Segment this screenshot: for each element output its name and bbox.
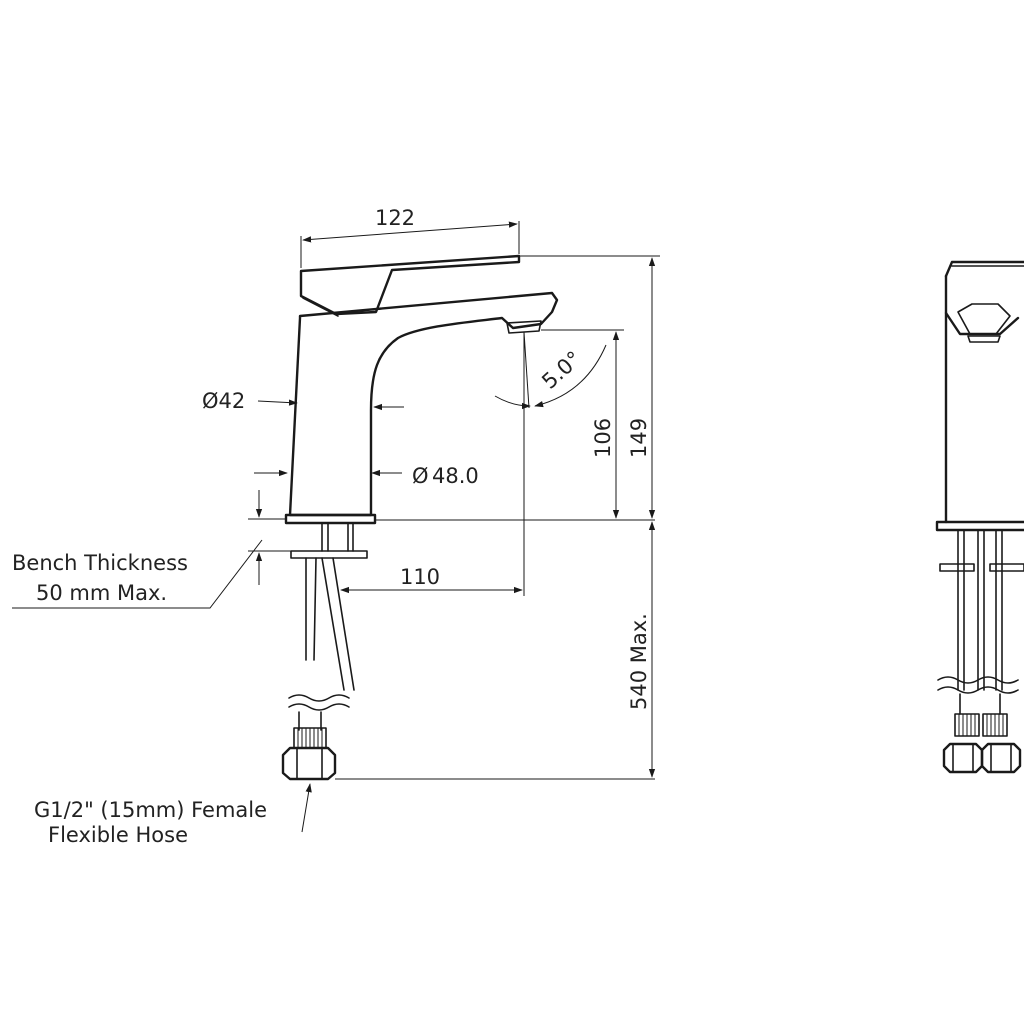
overall-height-label: 149	[627, 418, 651, 458]
bench-note-line1: Bench Thickness	[12, 551, 188, 575]
washer	[290, 550, 368, 559]
dimension-labels: 122 Ø42 Ø 48.0 5.0° 106 149 110 540 Max.…	[12, 206, 651, 847]
tap-body	[288, 291, 559, 517]
outlet-height-label: 106	[591, 418, 615, 458]
base-plate	[284, 513, 377, 525]
spout-length-label: 122	[375, 206, 415, 230]
base-diameter-symbol: Ø	[412, 464, 429, 488]
body-diameter-label: Ø42	[202, 389, 245, 413]
side-view	[281, 254, 655, 781]
hose-nut	[281, 746, 337, 781]
end-view	[935, 260, 1024, 774]
lever-handle	[299, 254, 521, 316]
dimension-lines	[12, 221, 660, 833]
hose-length-label: 540 Max.	[627, 613, 651, 710]
hose-note-line2: Flexible Hose	[48, 823, 188, 847]
hose	[305, 557, 317, 661]
outlet-angle-label: 5.0°	[537, 347, 586, 394]
base-diameter-label: 48.0	[432, 464, 479, 488]
hose-note-line1: G1/2" (15mm) Female	[34, 798, 267, 822]
bench-note-line2: 50 mm Max.	[36, 581, 167, 605]
reach-label: 110	[400, 565, 440, 589]
aerator	[506, 320, 542, 334]
